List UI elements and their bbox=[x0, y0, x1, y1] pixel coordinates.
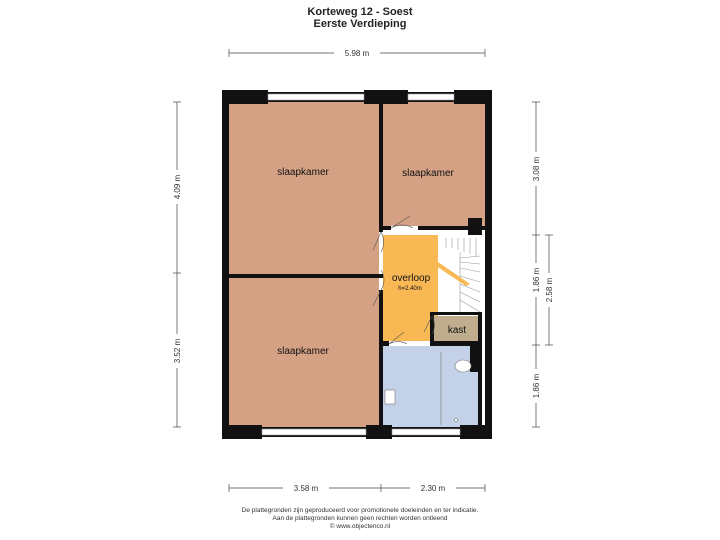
dim-right-lower: 1.86 m bbox=[532, 373, 541, 398]
room-closet bbox=[434, 316, 478, 341]
dim-right-outer: 2.58 m bbox=[545, 277, 554, 302]
label-landing: overloop bbox=[392, 273, 431, 284]
dim-bottom-left: 3.58 m bbox=[294, 484, 319, 493]
footer: De plattegronden zijn geproduceerd voor … bbox=[0, 507, 720, 531]
header: Korteweg 12 - Soest Eerste Verdieping bbox=[0, 6, 720, 30]
stair-arrow bbox=[436, 262, 470, 286]
dimension-right: 3.08 m 1.86 m 1.86 m 2.58 m bbox=[530, 101, 555, 428]
label-closet: kast bbox=[448, 325, 467, 336]
stairs bbox=[445, 238, 481, 313]
label-bedroom-2: slaapkamer bbox=[402, 168, 454, 179]
room-bedroom-2 bbox=[383, 102, 485, 226]
footer-disclaimer-2: Aan de plattegronden kunnen geen rechten… bbox=[272, 515, 448, 522]
label-bedroom-3: slaapkamer bbox=[277, 346, 329, 357]
dim-right-upper: 3.08 m bbox=[532, 156, 541, 181]
rooms bbox=[229, 102, 485, 427]
doors bbox=[372, 215, 435, 345]
dim-top-width: 5.98 m bbox=[345, 49, 370, 58]
dim-bottom-right: 2.30 m bbox=[421, 484, 446, 493]
room-bathroom bbox=[383, 346, 478, 427]
dimension-left: 4.09 m 3.52 m bbox=[171, 101, 183, 428]
dim-left-lower: 3.52 m bbox=[173, 338, 182, 363]
windows bbox=[261, 93, 461, 436]
washbasin bbox=[384, 389, 396, 405]
page-subtitle: Eerste Verdieping bbox=[313, 18, 407, 30]
room-landing bbox=[383, 235, 438, 341]
footer-disclaimer-1: De plattegronden zijn geproduceerd voor … bbox=[241, 507, 479, 514]
label-landing-height: h=2.40m bbox=[398, 286, 422, 292]
dim-right-mid: 1.86 m bbox=[532, 267, 541, 292]
bathroom-fixtures bbox=[384, 352, 472, 425]
footer-copyright: © www.objectenco.nl bbox=[329, 523, 391, 530]
dim-left-upper: 4.09 m bbox=[173, 174, 182, 199]
toilet-icon bbox=[454, 359, 472, 373]
page-title: Korteweg 12 - Soest bbox=[307, 6, 413, 18]
dimension-top: 5.98 m bbox=[228, 47, 486, 59]
label-bedroom-1: slaapkamer bbox=[277, 167, 329, 178]
room-bedroom-3 bbox=[229, 278, 379, 427]
room-bedroom-1 bbox=[229, 102, 379, 274]
dimension-bottom: 3.58 m 2.30 m bbox=[228, 482, 486, 494]
